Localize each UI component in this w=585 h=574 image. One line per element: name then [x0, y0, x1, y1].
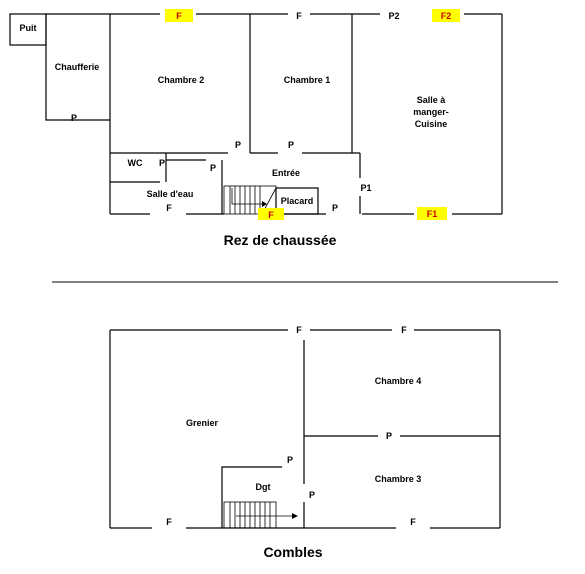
door-p1: P1 [360, 183, 371, 193]
room-chaufferie: Chaufferie [55, 62, 100, 72]
room-chambre3: Chambre 3 [375, 474, 422, 484]
room-salle-line1: Salle à [417, 95, 447, 105]
ground-floor-title: Rez de chaussée [224, 232, 337, 248]
room-placard: Placard [281, 196, 314, 206]
stairs-ground-treads [229, 186, 261, 214]
room-salle-line3: Cuisine [415, 119, 448, 129]
stairs-attic-arrowhead [292, 513, 298, 519]
attic-door-dgt-top: P [287, 455, 293, 465]
door-ch2: P [235, 140, 241, 150]
stairs-ground-arrow [231, 188, 262, 205]
room-salle-eau: Salle d'eau [147, 189, 194, 199]
window-top-mid: F [296, 11, 302, 21]
room-wc: WC [128, 158, 143, 168]
attic-window-top-right: F [401, 325, 407, 335]
attic-window-bottom-right: F [410, 517, 416, 527]
chaufferie-walls [45, 14, 110, 121]
room-entree: Entrée [272, 168, 300, 178]
window-stairs: F [268, 210, 274, 220]
room-salle-line2: manger- [413, 107, 449, 117]
door-sde: P [210, 163, 216, 173]
door-p2: P2 [388, 11, 399, 21]
door-placard: P [332, 203, 338, 213]
stairs-attic-treads [229, 502, 271, 528]
attic-door-dgt-side: P [309, 490, 315, 500]
attic-dgt-walls [221, 466, 282, 528]
attic-window-bottom-left: F [166, 517, 172, 527]
window-f1: F1 [427, 209, 438, 219]
door-chaufferie: P [71, 113, 77, 123]
highlight-f-stairs [258, 208, 284, 220]
door-ch1: P [288, 140, 294, 150]
door-wc: P [159, 158, 165, 168]
window-sde: F [166, 203, 172, 213]
room-chambre2: Chambre 2 [158, 75, 205, 85]
room-grenier: Grenier [186, 418, 219, 428]
window-f2: F2 [441, 11, 452, 21]
highlight-f-top [165, 9, 193, 22]
room-chambre1: Chambre 1 [284, 75, 331, 85]
window-top-left: F [176, 11, 182, 21]
attic-title: Combles [263, 544, 322, 560]
attic-window-top-mid: F [296, 325, 302, 335]
stairs-ground-arrowhead [262, 201, 267, 207]
room-puit: Puit [20, 23, 37, 33]
ground-floor-plan: Puit Chaufferie P [9, 9, 503, 248]
highlight-f2 [432, 9, 460, 22]
attic-plan: Grenier Chambre 4 Chambre 3 Dgt F F P P … [109, 325, 501, 560]
attic-door-ch4: P [386, 431, 392, 441]
room-chambre4: Chambre 4 [375, 376, 422, 386]
room-dgt: Dgt [256, 482, 271, 492]
highlight-f1 [417, 207, 447, 220]
